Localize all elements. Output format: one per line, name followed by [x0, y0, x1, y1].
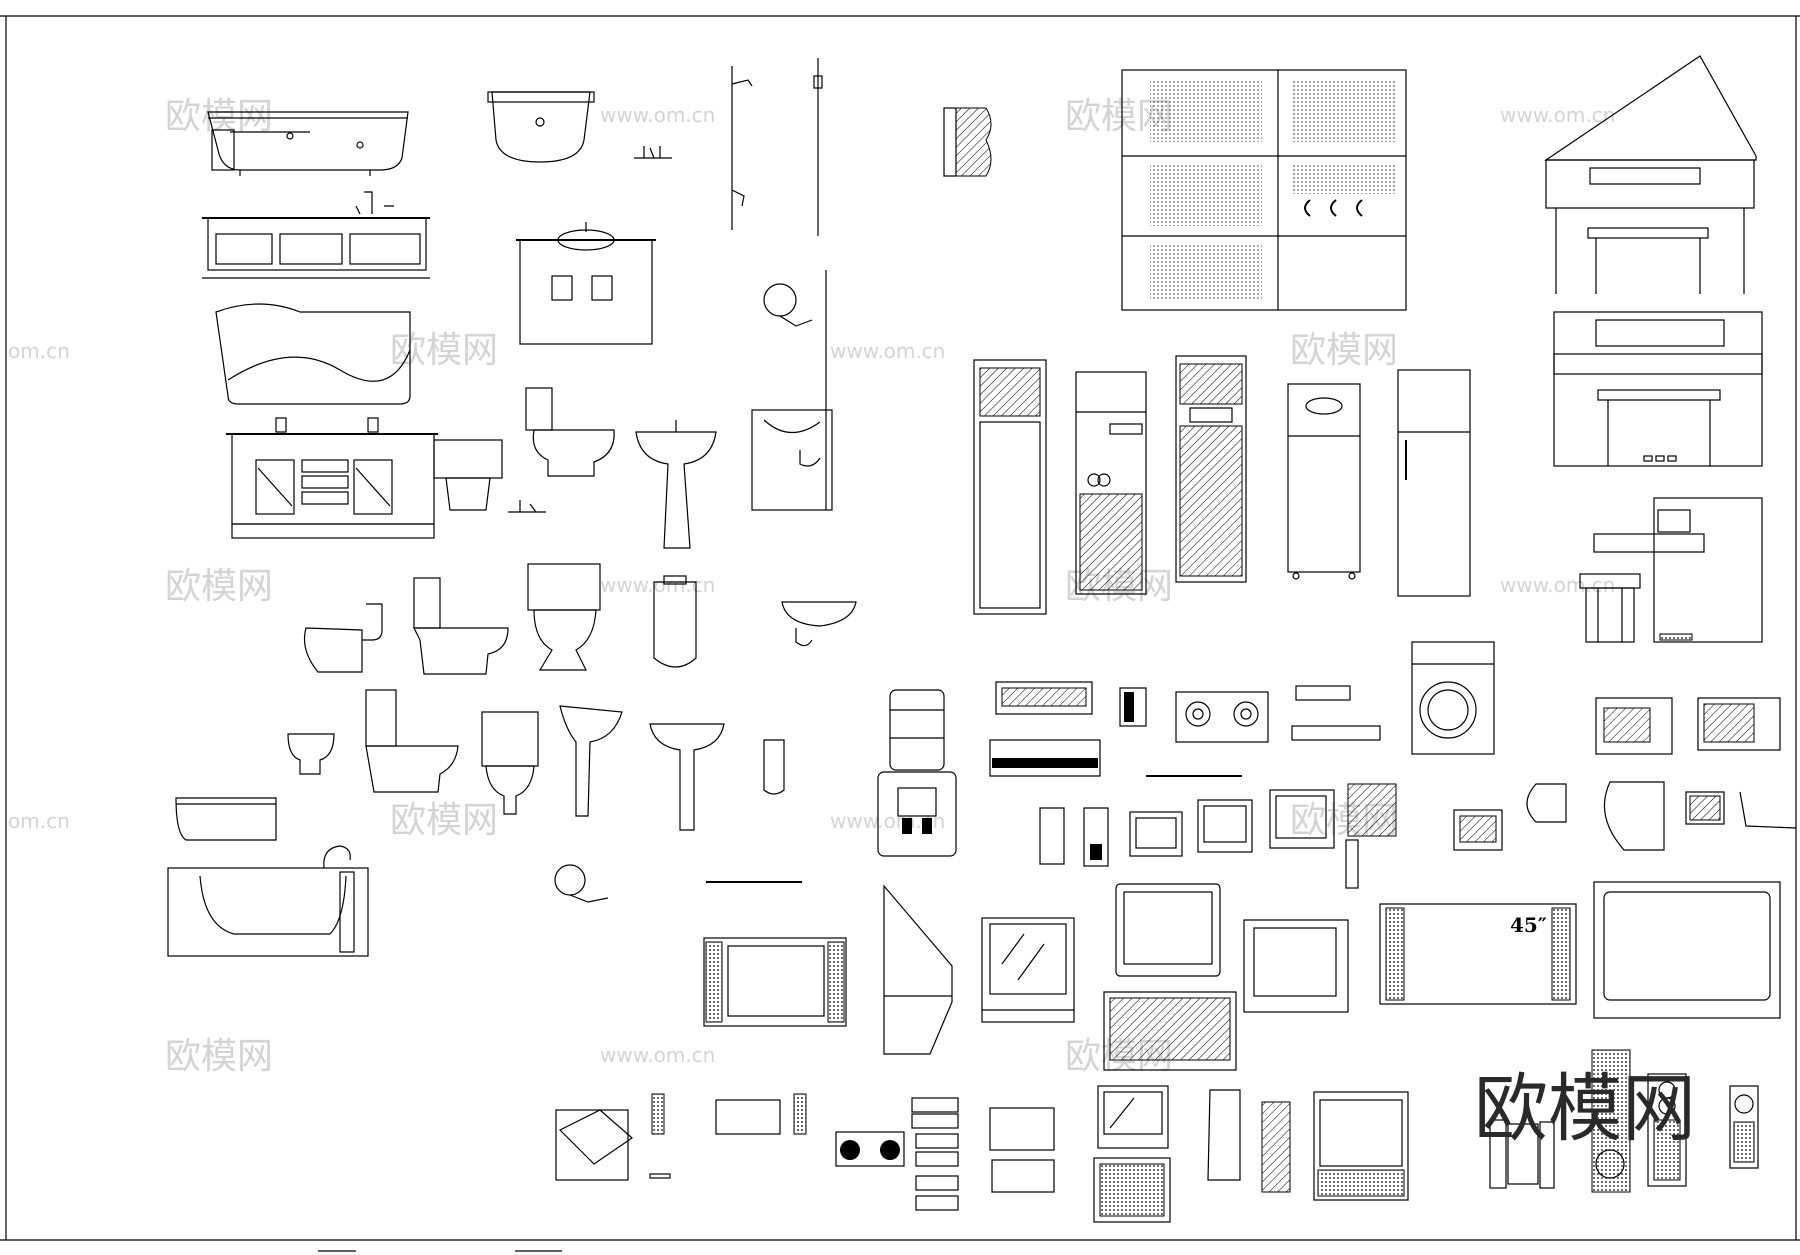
- watermark-url: om.cn: [8, 809, 70, 833]
- wash-basin-icon: [516, 222, 656, 345]
- wash-basin-icon: [649, 723, 725, 831]
- television-icon: [1093, 1085, 1171, 1223]
- fixture-symbols-table: [1121, 69, 1407, 311]
- gas-stove-icon: [1175, 691, 1269, 743]
- watermark-url: www.om.cn: [1500, 573, 1615, 597]
- vanity-icon: [751, 409, 833, 511]
- speaker-icon: [1207, 1089, 1291, 1193]
- bathtub-icon: [175, 797, 277, 841]
- television-icon: [1593, 881, 1781, 1019]
- urinal-icon: [653, 575, 697, 668]
- watermark-text: 欧模网: [390, 800, 498, 841]
- tv-size-label: 45″: [1510, 913, 1547, 937]
- washing-machine-icon: [1411, 641, 1495, 755]
- toilet-icon: [481, 711, 539, 815]
- watermark-text: 欧模网: [165, 96, 273, 137]
- watermark-url: om.cn: [8, 339, 70, 363]
- drawing-frame: [0, 15, 1800, 1252]
- toilet-icon: [527, 563, 601, 671]
- bathtub-icon: [207, 111, 409, 176]
- watermark-url: www.om.cn: [600, 103, 715, 127]
- computer-tower-icon: [1039, 807, 1109, 867]
- faucet-icon: [634, 146, 672, 159]
- toilet-icon: [487, 91, 595, 163]
- bathtub-icon: [215, 303, 411, 405]
- heater-icon: [1119, 687, 1147, 727]
- watermark-text: 欧模网: [1290, 330, 1398, 371]
- water-dispenser-icon: [877, 689, 957, 857]
- microwave-icon: [1595, 697, 1781, 755]
- watermark-logo: 欧模网: [1474, 1066, 1696, 1152]
- watermark-layer: 欧模网 www.om.cn 欧模网 www.om.cn om.cn 欧模网 ww…: [8, 96, 1615, 1077]
- watermark-url: www.om.cn: [1500, 103, 1615, 127]
- television-icon: [1103, 883, 1237, 1071]
- mirror-icon: [763, 270, 827, 510]
- wash-basin-icon: [635, 420, 717, 549]
- air-conditioner-icon: [1075, 371, 1147, 595]
- toilet-icon: [303, 603, 383, 673]
- mirror-icon: [554, 864, 609, 903]
- television-icon: [981, 917, 1075, 1023]
- television-icon: 45″: [1379, 903, 1577, 1005]
- refrigerator-icon: [1287, 383, 1361, 580]
- faucet-icon: [508, 500, 546, 513]
- vanity-icon: [202, 191, 430, 279]
- watermark-url: www.om.cn: [600, 1043, 715, 1067]
- television-icon: [703, 937, 847, 1027]
- bidet-icon: [287, 733, 335, 775]
- watermark-url: www.om.cn: [600, 573, 715, 597]
- television-icon: [555, 1093, 807, 1181]
- range-hood-icon: [1146, 685, 1381, 777]
- air-conditioner-icon: [973, 359, 1047, 615]
- toilet-icon: [413, 577, 509, 675]
- shower-icon: [731, 58, 823, 236]
- television-icon: [883, 884, 953, 1055]
- air-conditioner-icon: [1175, 355, 1247, 583]
- piano-icon: [1553, 311, 1763, 467]
- vanity-icon: [226, 417, 438, 539]
- air-conditioner-icon: [989, 739, 1101, 777]
- watermark-text: 欧模网: [165, 1036, 273, 1077]
- toilet-icon: [525, 387, 615, 477]
- air-conditioner-icon: [995, 681, 1093, 715]
- wash-basin-icon: [781, 601, 857, 647]
- monitor-icon: [1129, 783, 1397, 889]
- bathtub-icon: [167, 845, 369, 957]
- audio-equipment-icon: [835, 1097, 1055, 1211]
- watermark-url: www.om.cn: [830, 339, 945, 363]
- crown-molding-icon: [943, 107, 992, 177]
- watermark-text: 欧模网: [390, 330, 498, 371]
- watermark-text: 欧模网: [165, 566, 273, 607]
- piano-icon: [1544, 55, 1757, 294]
- refrigerator-icon: [1397, 369, 1471, 597]
- speaker-icon: [1489, 1049, 1759, 1193]
- television-icon: [1243, 919, 1349, 1013]
- urinal-icon: [763, 739, 785, 795]
- toilet-icon: [433, 439, 503, 511]
- wash-basin-icon: [559, 705, 623, 817]
- toilet-icon: [365, 689, 459, 793]
- piano-icon: [1579, 497, 1763, 643]
- monitor-icon: [1453, 781, 1797, 851]
- television-icon: [1313, 1091, 1409, 1201]
